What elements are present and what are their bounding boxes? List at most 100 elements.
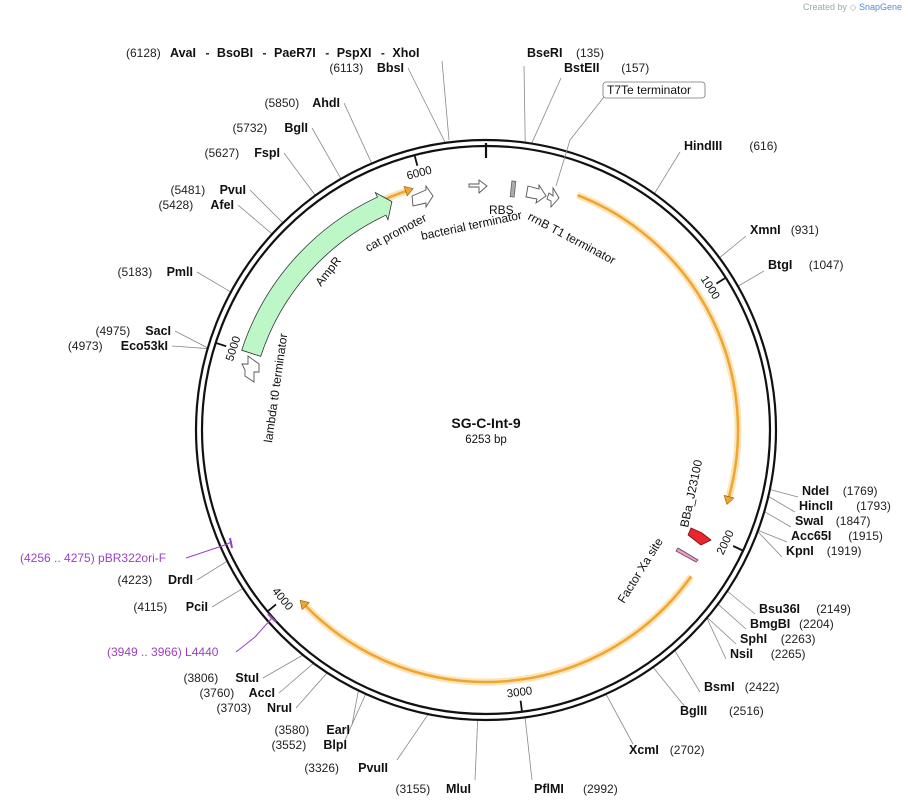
site-label-pvuii[interactable]: PvuII(3326) (304, 761, 388, 775)
site-name: BlpI (323, 738, 347, 752)
site-callout-nsii (706, 617, 727, 660)
site-callout-swai (764, 511, 792, 528)
site-name: DrdI (168, 573, 193, 587)
bp-tick-5000 (216, 342, 227, 348)
site-pos: (2265) (771, 647, 806, 661)
site-label-pmli[interactable]: PmlI(5183) (118, 265, 193, 279)
site-name: BstEII (564, 61, 599, 75)
site-name: MluI (446, 782, 471, 796)
site-label-saci[interactable]: SacI(4975) (96, 324, 171, 338)
plasmid-name: SG-C-Int-9 (451, 415, 520, 431)
site-label-eco53ki[interactable]: Eco53kI(4973) (68, 339, 168, 353)
site-label-mlui[interactable]: MluI(3155) (396, 782, 471, 796)
site-name: PciI (186, 600, 208, 614)
factor-xa-site-feature[interactable] (675, 547, 699, 563)
t7te-terminator-arrow[interactable] (546, 186, 560, 209)
site-pos: (4223) (118, 573, 153, 587)
site-name: SacI (145, 324, 171, 338)
site-label-bsmi[interactable]: BsmI(2422) (704, 680, 779, 694)
t7te-terminator-icon (546, 186, 560, 209)
site-pos: (5732) (233, 121, 268, 135)
bp-tick-label-6000: 6000 (405, 165, 433, 183)
site-label-stui[interactable]: StuI(3806) (184, 671, 259, 685)
site-label-bbsi[interactable]: BbsI(6113) (329, 61, 404, 75)
site-label-kpni[interactable]: KpnI(1919) (786, 544, 861, 558)
site-pos: (3760) (200, 686, 235, 700)
site-label-pvui[interactable]: PvuI(5481) (171, 183, 246, 197)
site-label-ndei[interactable]: NdeI(1769) (802, 484, 877, 498)
primer-label-pbr322ori-f[interactable]: (4256 .. 4275) pBR322ori-F (20, 551, 166, 565)
site-callout-afei (237, 204, 273, 235)
site-label-pcii[interactable]: PciI(4115) (133, 600, 208, 614)
site-name: EarI (326, 723, 350, 737)
orf-arc-1[interactable] (304, 575, 693, 684)
rrnb-t1-terminator-arrow[interactable] (525, 183, 547, 205)
multi-site-names[interactable]: AvaI - BsoBI - PaeR7I - PspXI - XhoI (170, 46, 420, 60)
site-label-nsii[interactable]: NsiI(2265) (730, 647, 805, 661)
site-label-bmgbi[interactable]: BmgBI(2204) (750, 617, 834, 631)
site-label-xcmi[interactable]: XcmI(2702) (629, 743, 704, 757)
site-name: BmgBI (750, 617, 790, 631)
feature-label-rbs: RBS (489, 203, 514, 217)
site-name: BtgI (768, 258, 792, 272)
site-pos: (157) (621, 61, 649, 75)
site-label-bsu36i[interactable]: Bsu36I(2149) (759, 602, 851, 616)
feature-label-t7te-terminator: T7Te terminator (607, 83, 691, 97)
primer-label-l4440[interactable]: (3949 .. 3966) L4440 (107, 645, 219, 659)
bacterial-terminator-arrow[interactable] (468, 179, 488, 194)
site-label-drdi[interactable]: DrdI (4223) (118, 573, 193, 587)
site-callout-bbsi (407, 67, 446, 144)
site-pos: (1047) (809, 258, 844, 272)
site-label-btgi[interactable]: BtgI (1047) (768, 258, 843, 272)
backbone-outer-strand (194, 138, 778, 722)
site-callout-fspi (283, 152, 316, 196)
site-label-ahdi[interactable]: AhdI(5850) (265, 96, 340, 110)
snapgene-logo-icon: ◇ (849, 2, 857, 12)
cat-promoter-icon (411, 184, 434, 209)
site-name: AhdI (312, 96, 340, 110)
site-label-pflmi[interactable]: PflMI(2992) (534, 782, 618, 796)
site-label-sphi[interactable]: SphI(2263) (740, 632, 815, 646)
multi-site-sep-2: - (263, 46, 267, 60)
site-name: SphI (740, 632, 767, 646)
site-callout-blpi (344, 693, 367, 741)
plasmid-center-label: SG-C-Int-9 6253 bp (451, 415, 520, 446)
primer-line-pbr322ori-f (185, 541, 233, 559)
lambda-t0-terminator-arrow[interactable] (241, 355, 260, 383)
primer-mark-pbr322ori-f (229, 537, 233, 549)
site-label-xmni[interactable]: XmnI(931) (750, 223, 819, 237)
site-label-afei[interactable]: AfeI(5428) (159, 198, 234, 212)
orf-arrowhead-0 (723, 494, 735, 505)
site-label-bsteii[interactable]: BstEII (157) (564, 61, 649, 75)
site-callout-bgli (311, 127, 342, 180)
site-label-blpi[interactable]: BlpI(3552) (272, 738, 347, 752)
site-callout-lines (171, 65, 799, 781)
bba-j23100-promoter-feature[interactable] (687, 527, 712, 546)
bp-tick-2000 (732, 545, 743, 552)
site-label-bgli[interactable]: BglI(5732) (233, 121, 308, 135)
site-label-bglii[interactable]: BglII(2516) (680, 704, 764, 718)
site-label-hincii[interactable]: HincII(1793) (799, 499, 891, 513)
site-label-acci[interactable]: AccI(3760) (200, 686, 275, 700)
site-pos: (3326) (304, 761, 339, 775)
site-label-swai[interactable]: SwaI(1847) (795, 514, 870, 528)
site-pos: (4973) (68, 339, 103, 353)
site-name: XcmI (629, 743, 659, 757)
watermark-brand: SnapGene (858, 2, 902, 12)
amp-r-feature-arrow[interactable] (241, 191, 393, 357)
bacterial-terminator-icon (468, 179, 488, 194)
site-label-hindiii[interactable]: HindIII(616) (684, 139, 777, 153)
site-label-fspi[interactable]: FspI(5627) (205, 146, 280, 160)
multi-site-label: (6128) AvaI - BsoBI - PaeR7I - PspXI - X… (126, 46, 450, 141)
orf-arc-0[interactable] (577, 194, 740, 498)
site-label-bseri[interactable]: BseRI(135) (527, 46, 604, 60)
rbs-feature[interactable] (509, 180, 517, 198)
site-pos: (1769) (843, 484, 878, 498)
site-callout-xcmi (605, 693, 634, 745)
site-label-acc65i[interactable]: Acc65I(1915) (791, 529, 883, 543)
multi-site-sep-4: - (381, 46, 385, 60)
cat-promoter-arrow[interactable] (411, 184, 434, 209)
site-label-eari[interactable]: EarI(3580) (275, 723, 350, 737)
site-label-nrui[interactable]: NruI(3703) (217, 701, 292, 715)
